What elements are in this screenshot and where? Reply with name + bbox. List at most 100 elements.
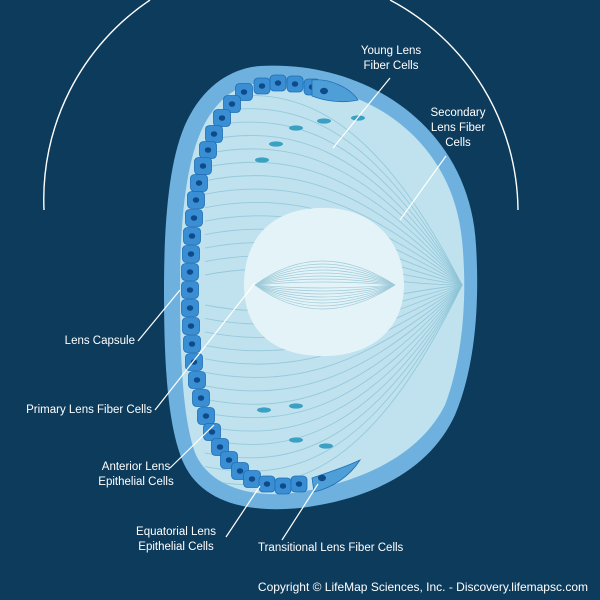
fiber-line (204, 188, 463, 286)
epithelial-cell (182, 317, 200, 335)
nucleus-line (254, 284, 396, 289)
epithelial-cell (290, 475, 308, 493)
label-equatorial-epithelial: Equatorial Lens Epithelial Cells (126, 525, 226, 555)
label-equatorial-epithelial-line1: Equatorial Lens (136, 526, 216, 538)
fiber-line (204, 284, 463, 459)
epithelial-cell-nucleus (188, 233, 196, 239)
nucleus-line (254, 284, 396, 301)
epithelial-cell-nucleus (263, 481, 271, 487)
elongating-cell-nucleus (320, 87, 328, 95)
epithelial-cell (183, 227, 201, 245)
fiber-line (204, 284, 463, 378)
epithelial-cell-nucleus (228, 101, 236, 107)
fiber-line (204, 121, 463, 286)
epithelial-cell-nucleus (218, 115, 226, 121)
nucleus-line (254, 275, 396, 286)
epithelial-cell-nucleus (188, 341, 196, 347)
label-lens-capsule-text: Lens Capsule (64, 335, 135, 347)
fiber-nuclei (255, 115, 365, 449)
fiber-nucleus (257, 407, 271, 413)
nucleus-line (254, 260, 396, 286)
epithelial-cell (197, 407, 215, 425)
epithelial-cell-nucleus (274, 80, 282, 86)
nucleus-line (254, 284, 396, 310)
epithelial-cell (181, 281, 199, 299)
fiber-line (204, 284, 463, 486)
epithelial-cells (181, 74, 362, 495)
label-young-fibers: Young Lens Fiber Cells (346, 44, 436, 74)
nucleus-line (254, 284, 396, 295)
epithelial-cell-nucleus (193, 377, 201, 383)
nucleus-line (254, 281, 396, 286)
nucleus-line (254, 284, 396, 298)
leader-lines (137, 77, 447, 541)
fiber-line (204, 175, 463, 286)
outer-arc (43, 0, 151, 211)
epithelial-cell (269, 74, 287, 92)
label-young-fibers-line2: Fiber Cells (363, 60, 419, 72)
fiber-line (204, 284, 463, 432)
fiber-nucleus (319, 443, 333, 449)
nucleus-line (254, 266, 396, 286)
epithelial-cell-nucleus (248, 476, 256, 482)
leader-equatorial-epithelial (225, 485, 261, 538)
label-lens-capsule: Lens Capsule (20, 334, 135, 349)
epithelial-cell (258, 475, 276, 493)
epithelial-cell (205, 125, 223, 143)
fiber-nucleus (289, 403, 303, 409)
epithelial-cell-nucleus (208, 429, 216, 435)
epithelial-cell-nucleus (236, 468, 244, 474)
fiber-line (204, 284, 463, 392)
fiber-line (204, 284, 463, 419)
epithelial-cell-nucleus (258, 83, 266, 89)
label-secondary-fibers-line2: Lens Fiber (430, 122, 486, 134)
epithelial-cell-nucleus (216, 444, 224, 450)
epithelial-cell (203, 423, 221, 441)
leader-primary-fibers (154, 282, 256, 411)
label-equatorial-epithelial-line2: Epithelial Cells (138, 541, 214, 553)
fiber-nucleus (289, 437, 303, 443)
epithelial-cell (223, 95, 241, 113)
nucleus-line (254, 284, 396, 292)
epithelial-cell (181, 263, 199, 281)
leader-young-fibers (332, 77, 391, 149)
label-secondary-fibers: Secondary Lens Fiber Cells (418, 106, 498, 151)
nucleus-fiber-lines (254, 260, 396, 310)
label-anterior-epithelial-line1: Anterior Lens (101, 461, 171, 473)
epithelial-cell (253, 77, 271, 95)
fiber-line (204, 284, 463, 445)
outer-arc-right (389, 0, 519, 211)
epithelial-cell (194, 157, 212, 175)
epithelial-cell (286, 75, 304, 93)
epithelial-cell-nucleus (186, 269, 194, 275)
epithelial-cell (187, 191, 205, 209)
epithelial-cell-nucleus (204, 147, 212, 153)
label-young-fibers-line1: Young Lens (360, 45, 422, 57)
fiber-nucleus (289, 125, 303, 131)
leader-anterior-epithelial (169, 424, 215, 469)
nucleus-line (254, 284, 396, 307)
epithelial-cell (183, 335, 201, 353)
epithelial-cell-nucleus (187, 251, 195, 257)
epithelial-cell-nucleus (190, 215, 198, 221)
epithelial-cell-nucleus (202, 413, 210, 419)
fiber-line (204, 161, 463, 286)
epithelial-cell (185, 209, 203, 227)
label-anterior-epithelial: Anterior Lens Epithelial Cells (86, 460, 186, 490)
epithelial-cell (235, 83, 253, 101)
epithelial-cell-nucleus (197, 395, 205, 401)
elongating-cell-nucleus (318, 474, 326, 482)
epithelial-cell (213, 109, 231, 127)
nucleus-line (254, 263, 396, 286)
nucleus-line (254, 272, 396, 286)
epithelial-cell (274, 477, 292, 495)
nucleus-line (254, 269, 396, 286)
epithelial-cell-nucleus (225, 457, 233, 463)
epithelial-cell (199, 141, 217, 159)
epithelial-cell-nucleus (240, 89, 248, 95)
fiber-line (204, 135, 463, 286)
label-primary-fibers: Primary Lens Fiber Cells (10, 403, 152, 418)
elongating-cell-bottom (311, 459, 362, 493)
label-primary-fibers-text: Primary Lens Fiber Cells (26, 404, 152, 416)
